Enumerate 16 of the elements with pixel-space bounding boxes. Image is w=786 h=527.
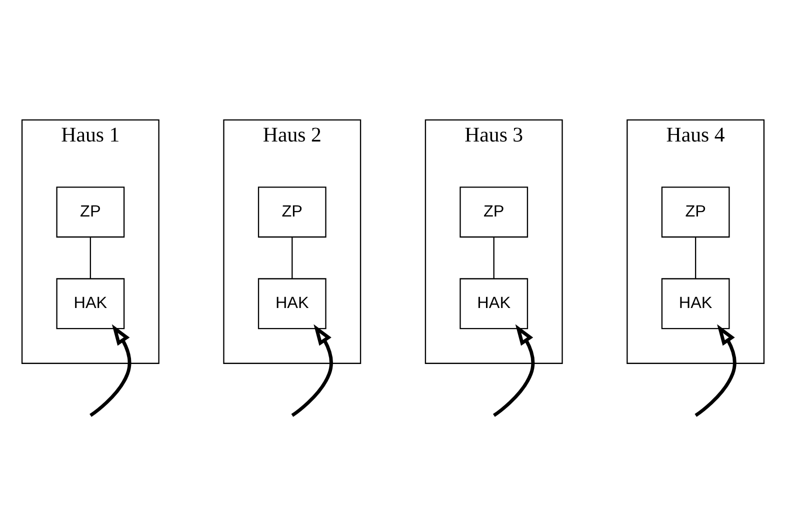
node-box: HAK (56, 278, 125, 330)
arrow (90, 324, 132, 417)
connector (493, 237, 494, 279)
node-box: ZP (56, 186, 125, 238)
arrow (492, 324, 535, 417)
node-box: ZP (258, 186, 326, 238)
connector (695, 237, 696, 279)
node-box: HAK (661, 278, 730, 330)
node-box: HAK (460, 278, 528, 330)
node-box: HAK (258, 278, 326, 330)
connector (292, 237, 293, 279)
arrow (291, 324, 333, 417)
node-box: ZP (661, 186, 730, 238)
node-box: ZP (460, 186, 528, 238)
connector (90, 237, 91, 279)
arrow (694, 324, 736, 417)
